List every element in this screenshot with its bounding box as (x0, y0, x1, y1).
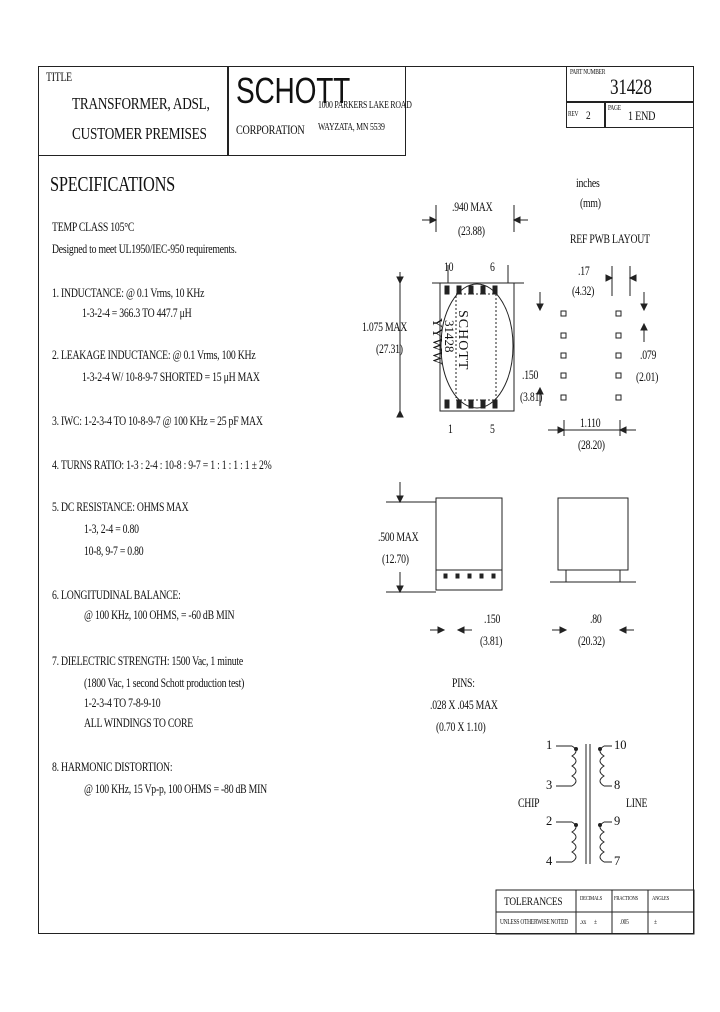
pad-dim-label: .17 (578, 264, 590, 278)
spec-5-line-1: 5. DC RESISTANCE: OHMS MAX (52, 500, 189, 514)
rev-value: 2 (586, 108, 591, 122)
tolerances-col-decimals: DECIMALS (580, 896, 603, 902)
title-line-1: TRANSFORMER, ADSL, (72, 94, 210, 113)
pin-10-label: 10 (444, 260, 454, 274)
spec-7-line-2: (1800 Vac, 1 second Schott production te… (84, 676, 245, 690)
tolerances-val-4: ± (654, 918, 657, 926)
spec-6-line-2: @ 100 KHz, 100 OHMS, = -60 dB MIN (84, 608, 235, 622)
spec-8-line-1: 8. HARMONIC DISTORTION: (52, 760, 173, 774)
side-pitch-mm: (3.81) (480, 634, 503, 648)
part-number: 31428 (610, 74, 652, 99)
rev-label: REV (568, 110, 579, 118)
end-view (550, 497, 636, 634)
side-height-label: .500 MAX (378, 530, 419, 544)
pins-dim: .028 X .045 MAX (430, 698, 498, 712)
height-dim-mm: (27.31) (376, 342, 403, 356)
tolerances-val-1: .xx (580, 918, 587, 926)
row-pitch-mm: (3.81) (520, 390, 543, 404)
pad-dim-mm: (4.32) (572, 284, 595, 298)
schematic-chip-label: CHIP (518, 796, 540, 810)
pins-title: PINS: (452, 676, 475, 690)
end-width-mm: (20.32) (578, 634, 605, 648)
tolerances-unless: UNLESS OTHERWISE NOTED (500, 918, 568, 926)
schematic-pin-7: 7 (614, 854, 621, 868)
height-dim-label: 1.075 MAX (362, 320, 408, 334)
tolerances-label: TOLERANCES (504, 894, 563, 908)
spec-7-line-3: 1-2-3-4 TO 7-8-9-10 (84, 696, 161, 710)
pwb-layout (536, 266, 648, 436)
side-height-mm: (12.70) (382, 552, 409, 566)
pwb-layout-label: REF PWB LAYOUT (570, 232, 650, 246)
part-number-box (566, 66, 694, 102)
spec-1-line-1: 1. INDUCTANCE: @ 0.1 Vrms, 10 KHz (52, 286, 205, 300)
schematic-line-label: LINE (626, 796, 648, 810)
rev-page-divider (604, 102, 606, 128)
spec-5-line-2: 1-3, 2-4 = 0.80 (84, 522, 139, 536)
schematic-pin-4: 4 (546, 854, 553, 868)
spec-1-line-2: 1-3-2-4 = 366.3 TO 447.7 μH (82, 306, 192, 320)
designed-note: Designed to meet UL1950/IEC-950 requirem… (52, 242, 237, 256)
top-view-outline (432, 265, 524, 412)
tolerances-val-3: .005 (620, 918, 629, 926)
title-box (38, 66, 228, 156)
schematic-pin-10: 10 (614, 738, 627, 752)
spec-4-line-1: 4. TURNS RATIO: 1-3 : 2-4 : 10-8 : 9-7 =… (52, 458, 272, 472)
company-sub: CORPORATION (236, 122, 305, 137)
address-line-2: WAYZATA, MN 5539 (318, 122, 385, 133)
pad-pitch-label: .079 (640, 348, 657, 362)
pin-6-label: 6 (490, 260, 495, 274)
part-number-label: PART NUMBER (570, 68, 606, 76)
tolerances-val-2: ± (594, 918, 597, 926)
schematic-pin-3: 3 (546, 778, 553, 792)
schematic-pin-8: 8 (614, 778, 621, 792)
top-pins (444, 285, 498, 409)
tolerances-col-fractions: FRACTIONS (614, 896, 638, 902)
pins-mm: (0.70 X 1.10) (436, 720, 486, 734)
pad-pitch-mm: (2.01) (636, 370, 659, 384)
row-span-label: 1.110 (580, 416, 601, 430)
spec-7-line-1: 7. DIELECTRIC STRENGTH: 1500 Vac, 1 minu… (52, 654, 243, 668)
spec-7-line-4: ALL WINDINGS TO CORE (84, 716, 193, 730)
side-view (386, 482, 503, 634)
rev-page-box (566, 102, 694, 128)
title-line-2: CUSTOMER PREMISES (72, 124, 207, 143)
end-width-label: .80 (590, 612, 602, 626)
width-dim-mm: (23.88) (458, 224, 485, 238)
company-box (228, 66, 406, 156)
spec-3-line-1: 3. IWC: 1-2-3-4 TO 10-8-9-7 @ 100 KHz = … (52, 414, 263, 428)
specs-heading: SPECIFICATIONS (50, 172, 176, 196)
units-mm: (mm) (580, 196, 601, 210)
spec-2-line-2: 1-3-2-4 W/ 10-8-9-7 SHORTED = 15 μH MAX (82, 370, 260, 384)
side-pitch-label: .150 (484, 612, 501, 626)
page-label: PAGE (608, 104, 621, 112)
row-pitch-label: .150 (522, 368, 539, 382)
company-logo: SCHOTT (236, 70, 351, 111)
spec-5-line-3: 10-8, 9-7 = 0.80 (84, 544, 144, 558)
schematic-pin-9: 9 (614, 814, 621, 828)
schematic-pin-2: 2 (546, 814, 553, 828)
page-value: 1 END (628, 108, 656, 123)
width-dim-label: .940 MAX (452, 200, 493, 214)
title-label: TITLE (46, 70, 72, 84)
pin-1-label: 1 (448, 422, 453, 436)
temp-class: TEMP CLASS 105°C (52, 220, 135, 234)
tolerances-col-angles: ANGLES (652, 896, 670, 902)
height-dimension (396, 272, 404, 418)
row-span-mm: (28.20) (578, 438, 605, 452)
transformer-schematic (556, 744, 612, 864)
spec-2-line-1: 2. LEAKAGE INDUCTANCE: @ 0.1 Vrms, 100 K… (52, 348, 256, 362)
address-line-1: 1000 PARKERS LAKE ROAD (318, 100, 412, 111)
marking-date-code: YYWW (429, 318, 444, 365)
spec-8-line-2: @ 100 KHz, 15 Vp-p, 100 OHMS = -80 dB MI… (84, 782, 267, 796)
width-dimension (422, 205, 528, 232)
spec-6-line-1: 6. LONGITUDINAL BALANCE: (52, 588, 181, 602)
units-inches: inches (576, 176, 600, 190)
schematic-pin-1: 1 (546, 738, 553, 752)
tolerance-box-lines (495, 889, 695, 935)
pin-5-label: 5 (490, 422, 495, 436)
